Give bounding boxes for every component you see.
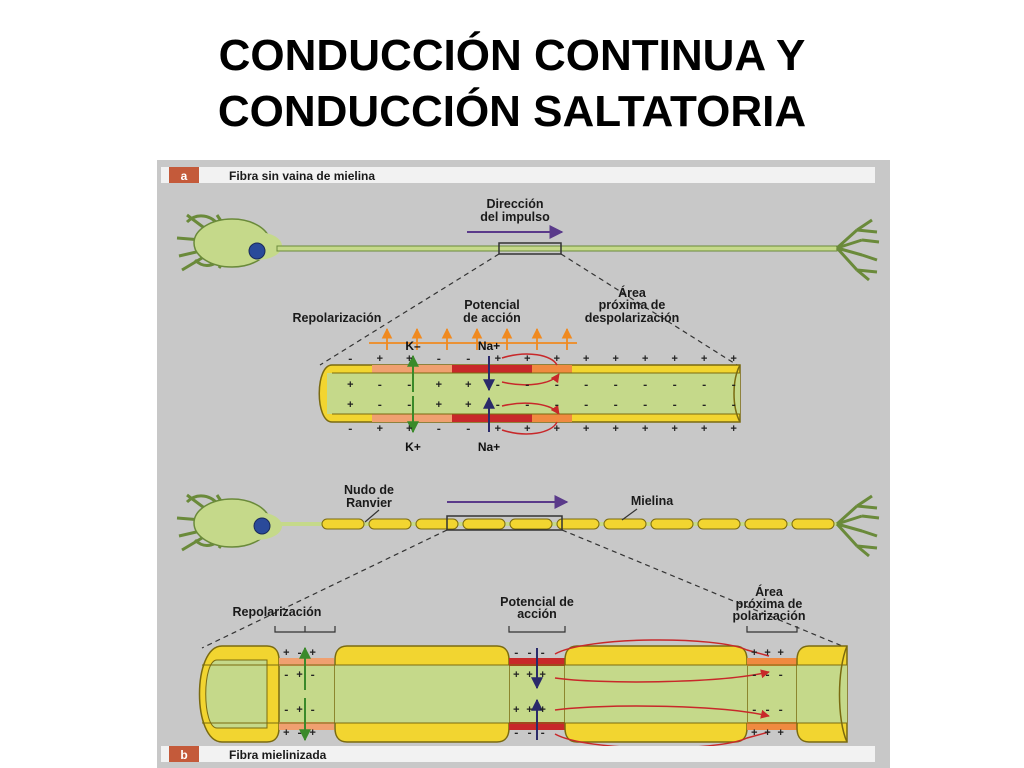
- panel-b-header-bar: [161, 746, 875, 762]
- panel-a-area-line2: próxima de: [599, 298, 666, 312]
- panel-b-charges-ap-inner-top: + + +: [513, 670, 546, 682]
- panel-b-area-line1: Área: [755, 584, 784, 599]
- panel-b-area-line2: próxima de: [736, 597, 803, 611]
- panel-a-letter: a: [181, 169, 188, 183]
- panel-b-charges-area-outer-bottom: + + +: [751, 728, 784, 740]
- panel-b-charges-area-outer-top: + + +: [751, 648, 784, 660]
- panel-b-repolarization-label: Repolarización: [233, 605, 322, 619]
- panel-b-charges-inner-top: - + -: [283, 670, 316, 682]
- panel-b-zoom-line-left: [201, 529, 448, 649]
- panel-a-neuron-soma: [176, 213, 282, 272]
- panel-b-myelin-label: Mielina: [631, 494, 674, 508]
- panel-b-node-pointer: [364, 509, 380, 523]
- panel-b-node-line2: Ranvier: [346, 496, 392, 510]
- panel-b-area-line3: polarización: [733, 609, 806, 623]
- panel-b-node-line1: Nudo de: [344, 483, 394, 497]
- panel-a-area-line3: despolarización: [585, 311, 679, 325]
- panel-a-axon-terminal: [835, 218, 880, 282]
- panel-b-charges-area-inner-top: - - -: [751, 670, 784, 682]
- panel-b: Nudo de Ranvier Mielina Repolarización P…: [161, 483, 880, 762]
- panel-a-zoom-line-left: [319, 253, 500, 366]
- panel-a-zoom-box: [498, 242, 562, 255]
- panel-b-action-bracket: [508, 626, 566, 633]
- panel-a-local-current-bottom: [501, 402, 559, 435]
- panel-a-letter-badge: [169, 167, 199, 183]
- panel-b-letter-badge: [169, 746, 199, 762]
- slide-title: CONDUCCIÓN CONTINUA Y CONDUCCIÓN SALTATO…: [0, 28, 1024, 140]
- panel-a-ion-na-bottom: Na+: [478, 440, 500, 454]
- panel-b-charges-ap-outer-top: - - -: [513, 648, 546, 660]
- panel-a-direction-line2: del impulso: [480, 210, 550, 224]
- panel-b-myelin-segments: [321, 518, 835, 530]
- panel-a-direction-line1: Dirección: [487, 197, 544, 211]
- panel-a-action-potential-line2: de acción: [463, 311, 521, 325]
- panel-b-letter: b: [180, 748, 187, 762]
- panel-a-ion-k-top: K–: [405, 339, 421, 353]
- panel-a-local-current-top: [501, 353, 559, 386]
- panel-b-action-potential-line2: acción: [517, 607, 557, 621]
- panel-b-charges-ap-inner-bottom: + + +: [513, 705, 546, 717]
- panel-b-action-potential-line1: Potencial de: [500, 595, 574, 609]
- title-line-1: CONDUCCIÓN CONTINUA Y: [218, 31, 806, 80]
- panel-b-zoom-line-right: [561, 529, 848, 649]
- panel-b-axon-enlarged: [198, 645, 848, 743]
- panel-a-area-line1: Área: [618, 285, 647, 300]
- panel-a-axon: [276, 245, 838, 252]
- panel-b-charges-inner-bottom: - + -: [283, 705, 316, 717]
- panel-b-charges-outer-top: + - +: [283, 648, 316, 660]
- panel-b-myelin-pointer: [621, 508, 638, 521]
- panel-a-header-bar: [161, 167, 875, 183]
- panel-a-ion-na-top: Na+: [478, 339, 500, 353]
- panel-b-charges-outer-bottom: + - +: [283, 728, 316, 740]
- panel-b-neuron-soma: [176, 493, 282, 552]
- panel-a-header: Fibra sin vaina de mielina: [229, 169, 375, 183]
- panel-a-ion-k-bottom: K+: [405, 440, 421, 454]
- panel-b-area-bracket: [746, 626, 798, 633]
- panel-b-repolarization-bracket: [274, 626, 336, 633]
- panel-b-charges-area-inner-bottom: - - -: [751, 705, 784, 717]
- panel-a-orange-bracket: [369, 327, 577, 350]
- panel-b-axon-terminal: [835, 494, 880, 558]
- title-line-2: CONDUCCIÓN SALTATORIA: [217, 87, 807, 136]
- panel-b-zoom-box: [446, 515, 563, 531]
- panel-b-saltatory-current-top: [554, 639, 769, 683]
- panel-a-repolarization-label: Repolarización: [293, 311, 382, 325]
- panel-a-axon-enlarged: [318, 364, 741, 423]
- panel-a-action-potential-line1: Potencial: [464, 298, 520, 312]
- panel-a-zoom-line-right: [560, 253, 738, 366]
- conduction-diagram: a Fibra sin vaina de mielina Dirección d…: [157, 160, 890, 768]
- panel-b-header: Fibra mielinizada: [229, 748, 327, 762]
- panel-b-charges-ap-outer-bottom: - - -: [513, 728, 546, 740]
